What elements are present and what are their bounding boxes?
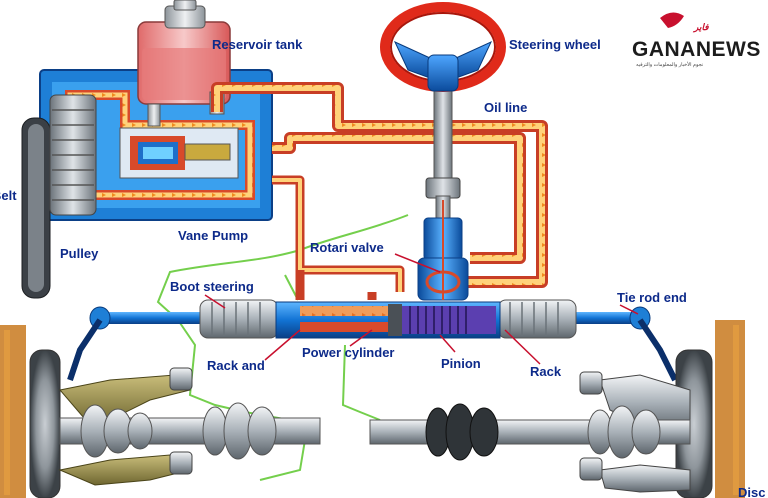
reservoir-tank (137, 0, 231, 127)
right-boot (497, 299, 577, 339)
rack-assembly (89, 299, 651, 339)
label-steering-wheel: Steering wheel (509, 37, 601, 52)
label-boot-steering: Boot steering (170, 279, 254, 294)
label-oil-line: Oil line (484, 100, 527, 115)
pulley (21, 94, 97, 299)
watermark-logo: فاير GANANEWS نجوم الأخبار والمعلومات وا… (632, 12, 761, 68)
label-rotari-valve: Rotari valve (310, 240, 384, 255)
right-wheel-assembly (369, 320, 745, 498)
steering-wheel (380, 2, 506, 92)
label-pulley: Pulley (60, 246, 99, 261)
label-pinion: Pinion (441, 356, 481, 371)
label-reservoir-tank: Reservoir tank (212, 37, 303, 52)
label-power-cylinder: Power cylinder (302, 345, 394, 360)
label-rack-and: Rack and (207, 358, 265, 373)
label-tie-rod-end: Tie rod end (617, 290, 687, 305)
label-disc: Disc (738, 485, 765, 498)
labels: Reservoir tank Steering wheel Oil line B… (0, 37, 765, 498)
watermark-tagline: نجوم الأخبار والمعلومات والترفيه (636, 60, 703, 68)
logo-flame-icon (660, 12, 684, 28)
steering-arms (67, 318, 678, 382)
label-rack: Rack (530, 364, 562, 379)
watermark-script: فاير (692, 22, 709, 33)
leader-lines (204, 253, 639, 365)
left-wheel-assembly (0, 325, 321, 498)
watermark-brand: GANANEWS (632, 38, 761, 61)
left-boot (199, 299, 279, 339)
label-vane-pump: Vane Pump (178, 228, 248, 243)
oil-lines (211, 82, 548, 300)
label-belt: Belt (0, 188, 17, 203)
